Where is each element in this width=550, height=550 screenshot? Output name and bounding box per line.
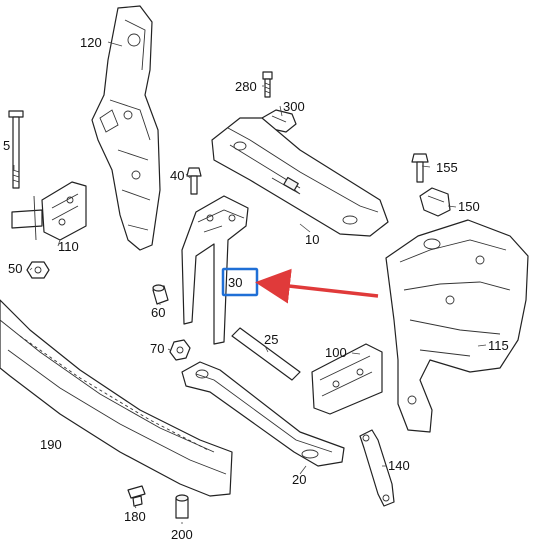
part-190-bumper-beam (0, 299, 233, 497)
callout-200: 200 (171, 527, 193, 542)
callout-50: 50 (8, 261, 22, 276)
part-50-nut (26, 261, 50, 279)
callout-30: 30 (228, 275, 242, 290)
callout-60: 60 (151, 305, 165, 320)
part-115-right-member (385, 219, 529, 433)
callout-20: 20 (292, 472, 306, 487)
callout-190: 190 (40, 437, 62, 452)
callout-155: 155 (436, 160, 458, 175)
part-30-strut (181, 195, 249, 345)
callout-10: 10 (305, 232, 319, 247)
part-155-bolt (411, 153, 429, 183)
callout-100: 100 (325, 345, 347, 360)
callout-70: 70 (150, 341, 164, 356)
part-10-upper-cross-panel (211, 117, 389, 237)
callout-140: 140 (388, 458, 410, 473)
callout-110: 110 (58, 239, 79, 254)
callout-115: 115 (488, 338, 509, 353)
part-5-long-bolt (8, 110, 24, 189)
callout-120: 120 (80, 35, 102, 50)
callout-labels: 120 280 300 5 155 40 150 110 10 50 30 60… (3, 35, 509, 542)
red-arrow (255, 268, 379, 304)
part-110-bracket (11, 181, 87, 241)
part-20-lower-cross-member (181, 361, 345, 467)
callout-40: 40 (170, 168, 184, 183)
callout-5: 5 (3, 138, 10, 153)
part-200-sleeve (175, 494, 189, 519)
part-40-bolt (186, 167, 202, 195)
part-120-side-member (91, 5, 161, 251)
part-150-clip (419, 187, 451, 217)
part-180-bolt (127, 485, 146, 507)
part-100-bracket (311, 343, 383, 415)
callout-180: 180 (124, 509, 146, 524)
part-25-rod (231, 327, 301, 381)
callout-300: 300 (283, 99, 305, 114)
part-60-sleeve (152, 284, 169, 305)
part-70-nut (169, 339, 191, 361)
part-140-strut (359, 429, 395, 507)
callout-280: 280 (235, 79, 257, 94)
callout-25: 25 (264, 332, 278, 347)
part-280-bolt (262, 71, 273, 98)
leader-lines (13, 41, 487, 524)
highlight-annotation (221, 267, 379, 304)
callout-150: 150 (458, 199, 480, 214)
